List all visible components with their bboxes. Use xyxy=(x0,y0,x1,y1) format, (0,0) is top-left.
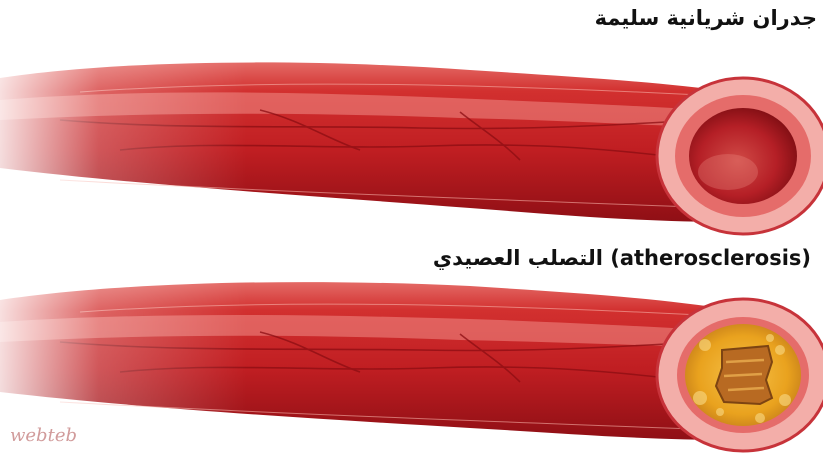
healthy-lumen xyxy=(689,108,797,204)
healthy-walls-label: جدران شريانية سليمة xyxy=(595,6,817,30)
narrowed-lumen xyxy=(716,346,772,404)
diseased-artery xyxy=(0,275,823,451)
atherosclerosis-label: التصلب العصيدي (atherosclerosis) xyxy=(433,246,811,270)
watermark-logo: webteb xyxy=(10,425,77,446)
healthy-artery xyxy=(0,55,823,234)
